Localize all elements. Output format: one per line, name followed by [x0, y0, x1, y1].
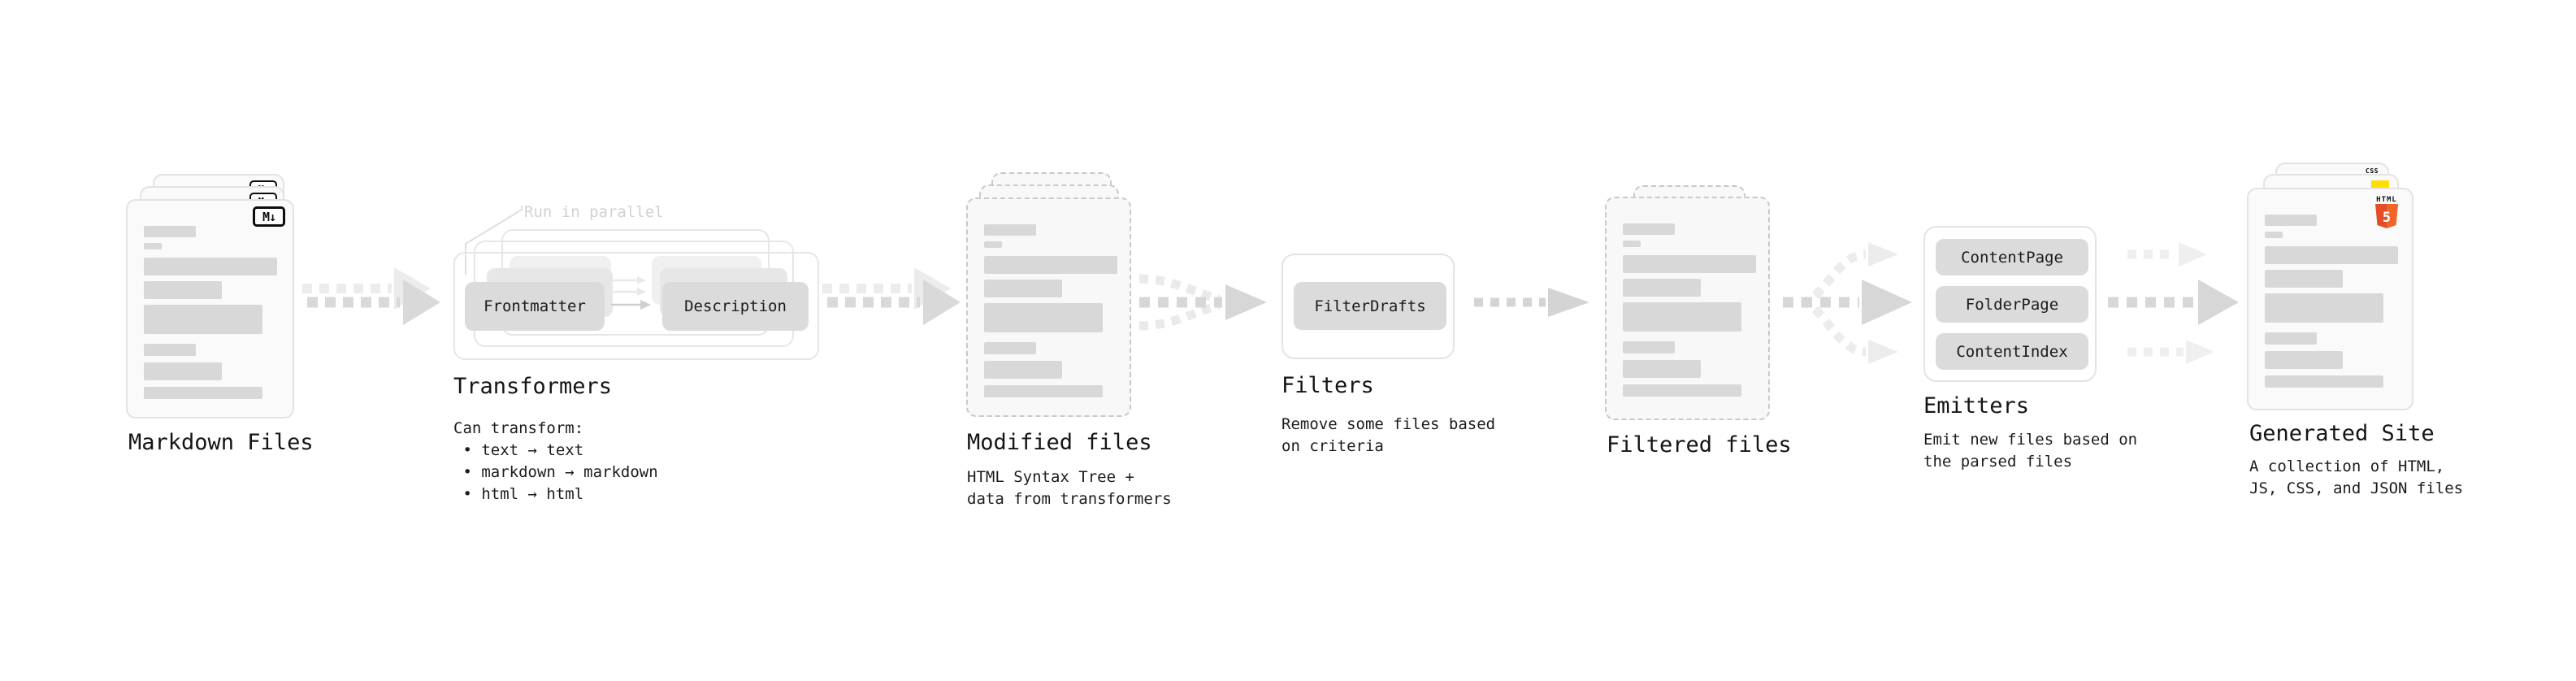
placeholder-text-bar [144, 226, 196, 237]
section-title-emitters: Emitters [1923, 393, 2030, 419]
plugin-pill-filterdrafts: FilterDrafts [1294, 282, 1446, 330]
placeholder-text-bar [144, 305, 262, 334]
note-leader-line [465, 206, 523, 275]
placeholder-text-bar [144, 258, 277, 275]
placeholder-text-bar [1623, 223, 1675, 235]
placeholder-text-bar [2265, 332, 2317, 345]
placeholder-text-bar [1623, 241, 1641, 247]
section-description-generated-site: A collection of HTML, JS, CSS, and JSON … [2249, 458, 2464, 497]
placeholder-text-bar [984, 280, 1062, 297]
transformer-inner-arrows [611, 276, 651, 310]
plugin-pill-contentpage: ContentPage [1936, 239, 2088, 275]
placeholder-text-bar [144, 281, 222, 299]
placeholder-text-bar [984, 256, 1117, 274]
placeholder-text-bar [2265, 351, 2343, 369]
placeholder-text-bar [2265, 293, 2383, 323]
arrow-transformers-to-modified [822, 267, 961, 325]
run-in-parallel-note: Run in parallel [524, 203, 664, 221]
emitters-panel: ContentPage FolderPage ContentIndex [1923, 226, 2097, 382]
placeholder-text-bar [144, 362, 222, 380]
markdown-icon: M↓ [253, 206, 285, 227]
section-title-modified-files: Modified files [967, 430, 1152, 455]
placeholder-text-bar [1623, 341, 1675, 354]
section-description-emitters: Emit new files based on the parsed files [1923, 431, 2138, 471]
placeholder-text-bar [2265, 246, 2398, 264]
file-card-front: M↓ [126, 199, 294, 419]
plugin-pill-folderpage: FolderPage [1936, 286, 2088, 323]
js-icon [2371, 180, 2389, 189]
section-title-transformers: Transformers [453, 374, 613, 399]
html5-icon-label: HTML [2376, 196, 2397, 204]
filters-panel: FilterDrafts [1281, 254, 1455, 359]
section-description-transformers: Can transform: • text → text • markdown … [453, 419, 658, 503]
placeholder-text-bar [1623, 360, 1701, 378]
placeholder-text-bar [2265, 270, 2343, 288]
placeholder-text-bar [1623, 302, 1741, 332]
placeholder-text-bar [1623, 384, 1741, 397]
placeholder-text-bar [2265, 375, 2383, 388]
placeholder-text-bar [984, 361, 1062, 379]
plugin-pill-description: Description [662, 282, 809, 331]
placeholder-text-bar [1623, 255, 1756, 273]
placeholder-text-bar [984, 241, 1002, 248]
placeholder-text-bar [984, 224, 1036, 236]
arrow-modified-to-filters-merge [1138, 274, 1267, 331]
html5-icon: HTML 5 [2372, 196, 2401, 228]
css-icon-label: CSS [2366, 167, 2379, 175]
arrow-emitters-to-site [2108, 242, 2239, 364]
placeholder-text-bar [1623, 279, 1701, 297]
markdown-icon-label: M↓ [262, 209, 276, 224]
svg-text:5: 5 [2383, 210, 2391, 226]
arrow-markdown-to-transformers [302, 267, 440, 325]
placeholder-text-bar [984, 303, 1103, 332]
placeholder-text-bar [144, 344, 196, 356]
html5-shield: 5 [2375, 204, 2398, 228]
plugin-pill-contentindex: ContentIndex [1936, 333, 2088, 370]
section-title-filters: Filters [1281, 373, 1374, 398]
plugin-pill-frontmatter: Frontmatter [465, 282, 605, 331]
placeholder-text-bar [984, 342, 1036, 354]
section-title-filtered-files: Filtered files [1607, 432, 1792, 458]
placeholder-text-bar [2265, 232, 2283, 238]
arrow-filters-to-filtered [1474, 288, 1589, 317]
section-description-filters: Remove some files based on criteria [1281, 415, 1496, 455]
placeholder-text-bar [144, 243, 162, 249]
file-card-front [1605, 197, 1770, 420]
section-title-markdown-files: Markdown Files [128, 430, 314, 455]
section-description-modified-files: HTML Syntax Tree + data from transformer… [967, 468, 1172, 508]
placeholder-text-bar [2265, 215, 2317, 226]
section-title-generated-site: Generated Site [2249, 421, 2435, 446]
file-card-front [966, 197, 1131, 417]
arrow-filtered-to-emitters-fanout [1783, 242, 1912, 364]
placeholder-text-bar [984, 385, 1103, 397]
placeholder-text-bar [144, 387, 262, 399]
transformer-layer-front: Frontmatter Description [453, 252, 819, 360]
file-card-front: HTML 5 [2247, 188, 2413, 410]
